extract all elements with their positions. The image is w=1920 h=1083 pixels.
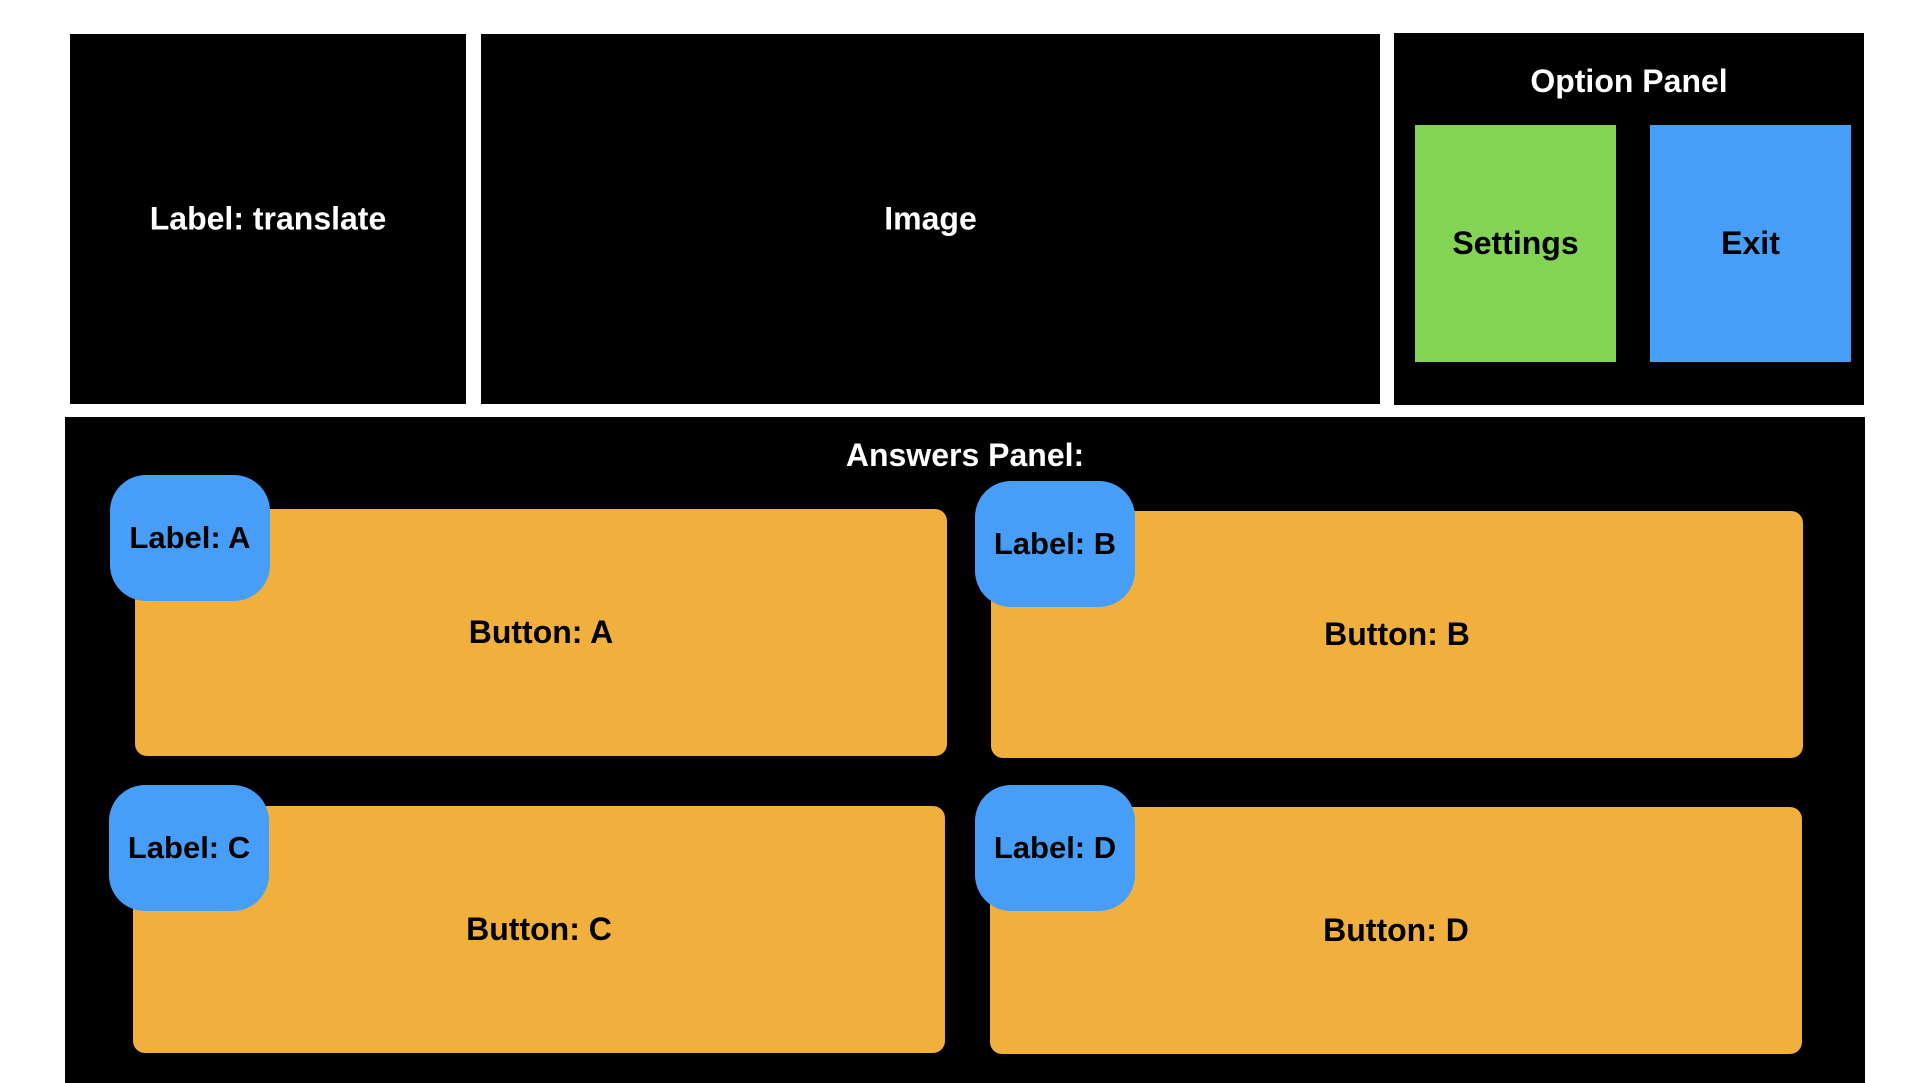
translate-label: Label: translate bbox=[149, 200, 387, 237]
answer-label-c: Label: C bbox=[109, 785, 269, 911]
answer-label-b: Label: B bbox=[975, 481, 1135, 607]
translate-label-panel: Label: translate bbox=[70, 34, 466, 404]
answer-label-a: Label: A bbox=[110, 475, 270, 601]
exit-button[interactable]: Exit bbox=[1650, 125, 1851, 362]
image-placeholder-text: Image bbox=[884, 200, 977, 237]
answer-button-a[interactable]: Button: A bbox=[135, 509, 947, 756]
answer-label-d: Label: D bbox=[975, 785, 1135, 911]
settings-button[interactable]: Settings bbox=[1415, 125, 1616, 362]
answers-panel-title: Answers Panel: bbox=[845, 437, 1085, 473]
image-panel: Image bbox=[481, 34, 1380, 404]
option-panel-title: Option Panel bbox=[1530, 63, 1728, 99]
answers-panel: Answers Panel: Button: A Button: B Butto… bbox=[65, 417, 1865, 1083]
option-panel: Option Panel Settings Exit bbox=[1394, 33, 1864, 405]
